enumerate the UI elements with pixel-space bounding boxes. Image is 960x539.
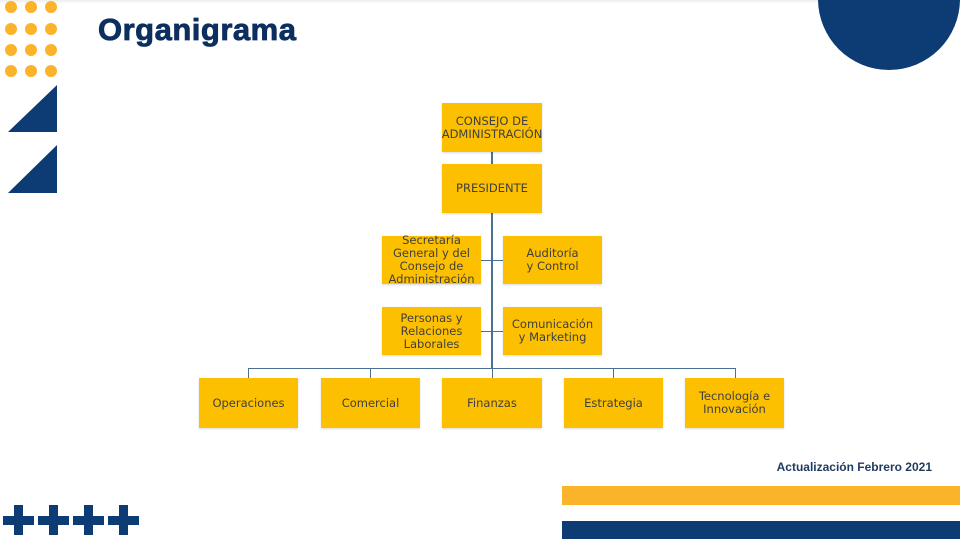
org-box-secretaria: Secretaría General y del Consejo de Admi…	[382, 234, 481, 286]
org-box-comercial: Comercial	[321, 378, 420, 428]
org-box-board: CONSEJO DE ADMINISTRACIÓN	[442, 103, 542, 152]
org-box-president: PRESIDENTE	[442, 164, 542, 213]
top-shadow	[0, 0, 960, 4]
orange-bar	[562, 486, 960, 505]
page-title: Organigrama	[98, 12, 297, 48]
org-box-estrategia: Estrategia	[564, 378, 663, 428]
org-box-comunicacion: Comunicación y Marketing	[503, 307, 602, 355]
org-box-operaciones: Operaciones	[199, 378, 298, 428]
org-box-tecnologia: Tecnología e Innovación	[685, 378, 784, 428]
plus-icons	[3, 505, 139, 535]
corner-circle	[818, 0, 960, 70]
update-date: Actualización Febrero 2021	[776, 460, 932, 474]
triangle-decorations	[8, 85, 57, 193]
navy-bar	[562, 521, 960, 539]
org-box-personas: Personas y Relaciones Laborales	[382, 307, 481, 355]
org-box-auditoria: Auditoría y Control	[503, 236, 602, 284]
org-box-finanzas: Finanzas	[442, 378, 542, 428]
